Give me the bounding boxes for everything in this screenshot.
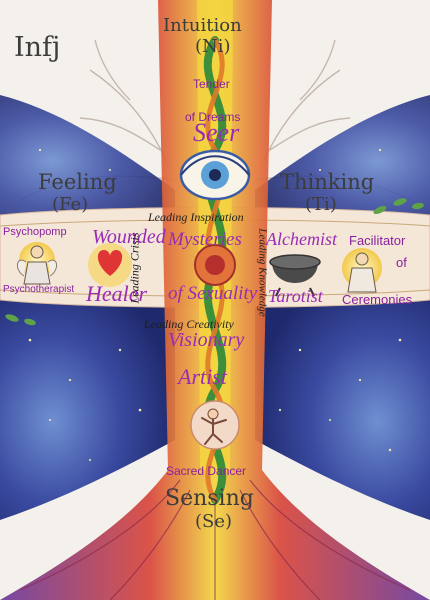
function-thinking-code: (Ti) <box>305 194 337 215</box>
archetype-seer: Seer <box>193 118 240 147</box>
eye-icon <box>179 149 251 201</box>
heart-icon <box>88 243 132 287</box>
dancer-figure-icon <box>190 400 240 450</box>
upper-left-blue-field <box>0 95 175 215</box>
function-intuition-code: (Ni) <box>195 36 231 57</box>
function-feeling-code: (Fe) <box>52 194 89 215</box>
cauldron-icon <box>269 254 321 297</box>
archetype-facilitator-line3: Ceremonies <box>342 292 413 307</box>
archetype-tender-line1: Tender <box>193 77 230 91</box>
archetype-artist: Artist <box>178 364 227 389</box>
roots <box>19 479 411 600</box>
archetype-psychotherapist: Psychotherapist <box>3 284 75 295</box>
leaves <box>5 198 424 326</box>
archetype-sacred-dancer: Sacred Dancer <box>166 464 247 478</box>
archetype-alchemist: Alchemist <box>266 229 337 249</box>
function-sensing-code: (Se) <box>195 511 233 532</box>
function-feeling-name: Feeling <box>38 170 117 194</box>
priestess-figure-icon <box>342 248 382 293</box>
archetype-tarotist: Tarotist <box>268 286 323 306</box>
archetype-wounded: Wounded <box>92 226 166 248</box>
lower-left-blue-field <box>0 300 175 520</box>
archetype-facilitator-line1: Facilitator <box>349 233 406 248</box>
stars <box>28 148 402 461</box>
leading-creativity: Leading Creativity <box>144 317 234 331</box>
archetype-psychopomp: Psychopomp <box>3 226 67 238</box>
leading-inspiration: Leading Inspiration <box>148 210 244 224</box>
archetype-of-sexuality: of Sexuality <box>168 283 258 304</box>
archetype-mysteries: Mysteries <box>168 229 242 250</box>
rose-sigil-icon <box>194 244 236 286</box>
function-intuition-name: Intuition <box>163 15 242 36</box>
type-label: Infj <box>14 32 61 63</box>
lower-right-blue-field <box>255 300 430 520</box>
function-thinking-name: Thinking <box>280 170 375 194</box>
archetype-healer: Healer <box>86 281 148 306</box>
archetype-tender-line2: of Dreams <box>185 110 241 124</box>
angel-figure-icon <box>17 242 57 285</box>
leading-knowledge: Leading Knowledge <box>256 228 269 317</box>
archetype-facilitator-line2: of <box>396 255 407 270</box>
function-sensing-name: Sensing <box>165 486 254 511</box>
leading-crisis: Leading Crisis <box>127 232 142 304</box>
upper-right-blue-field <box>255 95 430 215</box>
archetype-visionary: Visionary <box>168 329 245 351</box>
